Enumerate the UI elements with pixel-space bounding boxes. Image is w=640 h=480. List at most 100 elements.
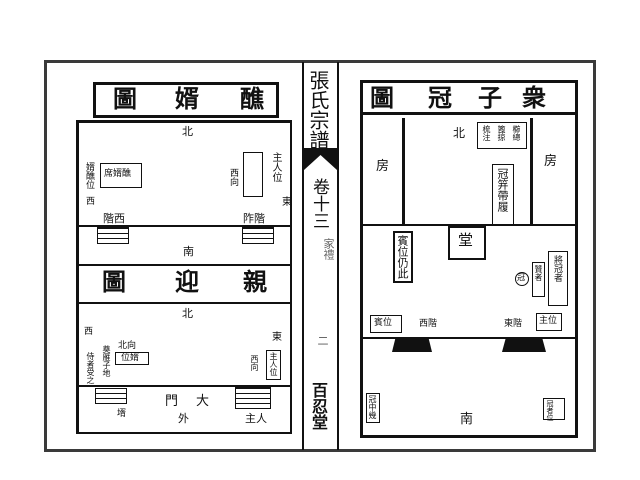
hall-label: 堂 [458, 231, 474, 249]
diagram-line [78, 302, 290, 304]
title-char: 圖 [113, 84, 137, 113]
label: 東階 [504, 319, 523, 329]
diagram-line [360, 112, 578, 115]
label: 壻 [117, 409, 127, 419]
diagram-line [302, 148, 339, 150]
label: 賓位 [374, 318, 393, 328]
diagram-line [530, 118, 533, 224]
label: 冠 [517, 273, 525, 282]
diagram-line [360, 80, 578, 83]
steps [235, 387, 271, 409]
label: 東 [282, 197, 292, 208]
diagram-line [360, 80, 363, 438]
label: 西向 [250, 355, 259, 371]
diagram-line [76, 120, 79, 434]
label: 贊者 [534, 265, 543, 281]
label: 位婿 [121, 353, 140, 363]
label: 門 [165, 394, 179, 409]
diagram-line [337, 62, 339, 450]
steps [242, 227, 274, 244]
label: 櫛總 [512, 125, 521, 141]
label: 主人位 [269, 352, 278, 376]
diagram-box [370, 315, 402, 333]
diagram-box [100, 163, 142, 188]
steps [97, 227, 129, 244]
title-jiaoxu [93, 82, 279, 118]
diagram-line [78, 225, 290, 227]
label: 主人 [245, 412, 267, 425]
label: 席婿醮 [104, 169, 132, 179]
diagram-line [402, 118, 405, 224]
diagram-box [243, 152, 263, 197]
label: 冠者位 [546, 400, 554, 421]
label: 西向 [228, 168, 238, 186]
title-char: 圖 [102, 267, 126, 296]
spine-hall: 百忍堂 [309, 382, 328, 430]
label: 主人位 [270, 152, 281, 182]
label: 婿醮位 [84, 162, 94, 189]
spine-title: 張氏宗譜 [306, 70, 330, 150]
steps [502, 339, 546, 352]
title-char: 冠 [428, 83, 452, 112]
diagram-box [477, 122, 527, 149]
title-char: 醮 [240, 84, 264, 113]
spine-section: 家禮 [322, 238, 335, 260]
diagram-box [266, 350, 281, 380]
room-west: 房 [376, 159, 390, 174]
room-east: 房 [544, 154, 558, 169]
diagram-box [448, 226, 486, 260]
diagram-line [290, 120, 292, 434]
diagram-line [302, 62, 304, 450]
steps [95, 388, 127, 404]
label: 侍者受之 [86, 352, 95, 384]
diagram-line [76, 432, 292, 434]
title-char: 婿 [175, 84, 199, 113]
diagram-box [548, 251, 568, 306]
label: 主位 [539, 316, 558, 326]
label: 西 [86, 197, 96, 207]
diagram-line [362, 224, 576, 226]
diagram-line [76, 120, 292, 123]
label: 東 [272, 332, 282, 343]
label: 外 [178, 412, 189, 425]
title-char: 子 [478, 83, 502, 112]
diagram-box [536, 313, 562, 331]
diagram-box [532, 262, 545, 297]
diagram-box [515, 272, 529, 286]
title-char: 迎 [175, 267, 199, 296]
north-label: 北 [182, 307, 193, 320]
north-label: 北 [182, 125, 193, 138]
book-scan-frame [44, 60, 596, 452]
label: 西 [84, 327, 94, 337]
label: 西階 [419, 319, 438, 329]
label: 冠中幾 [368, 395, 377, 419]
title-char: 衆 [522, 83, 546, 112]
spine-volume: 卷十三 [309, 178, 329, 229]
south-label: 南 [460, 412, 474, 427]
label: 將冠者 [552, 255, 562, 282]
diagram-line [78, 385, 290, 387]
diagram-box [393, 231, 413, 283]
north-label: 北 [453, 126, 466, 140]
title-char: 圖 [370, 83, 394, 112]
diagram-box [115, 352, 149, 365]
label: 大 [196, 394, 210, 409]
diagram-box [366, 393, 380, 423]
spine-page: 二 [316, 335, 329, 346]
label: 南 [183, 245, 194, 258]
diagram-line [362, 337, 576, 339]
diagram-line [360, 435, 578, 438]
label: 階西 [103, 212, 125, 225]
label: 奠雁子地 [102, 345, 111, 377]
label: 賓位仍此 [396, 235, 409, 279]
label: 梳注 [482, 125, 491, 141]
title-char: 親 [243, 267, 267, 296]
diagram-box [543, 398, 565, 420]
diagram-line [78, 264, 290, 266]
label: 篦掠 [497, 125, 506, 141]
label: 冠笄帶履 [496, 168, 509, 212]
diagram-line [575, 80, 578, 438]
label: 北向 [118, 341, 137, 351]
steps [392, 339, 432, 352]
label: 阼階 [243, 212, 265, 225]
